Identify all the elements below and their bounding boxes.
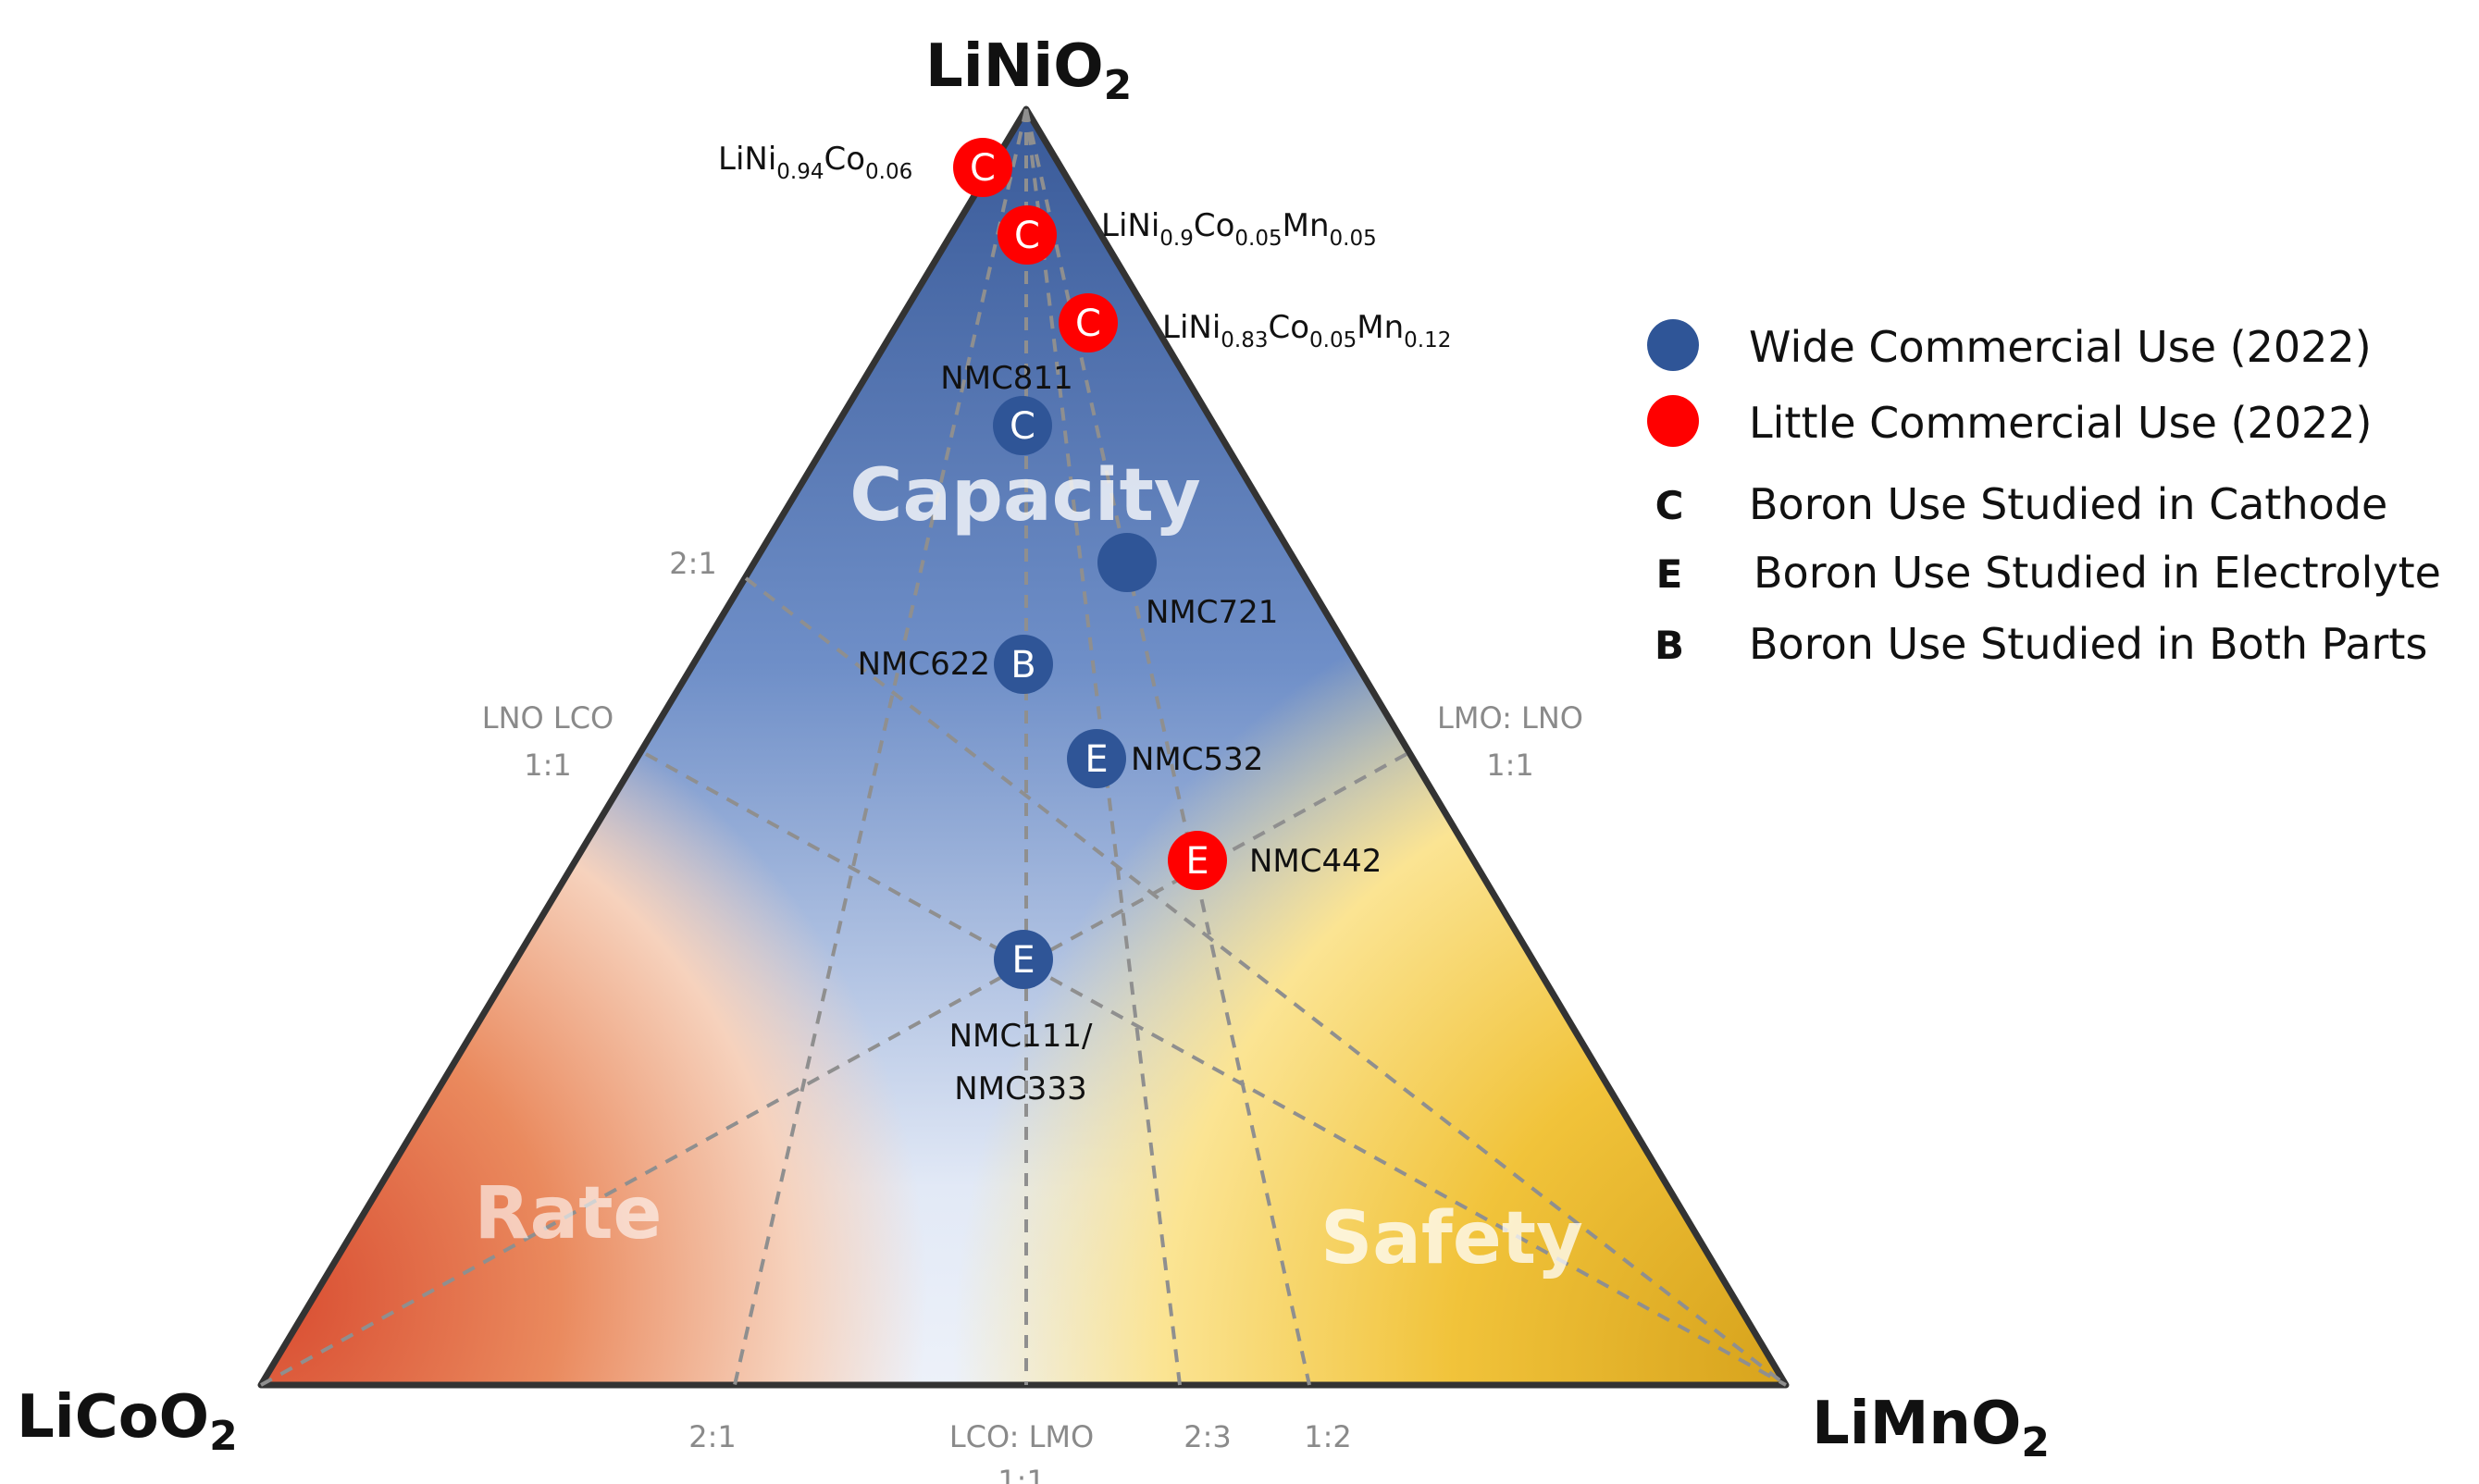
material-letter-nmc442: E [1185, 840, 1209, 883]
vertex-label-top: LiNiO2 [925, 32, 1132, 109]
formula-part: Mn [1283, 207, 1330, 244]
material-dot-nmc442 [1168, 831, 1227, 890]
material-dot-nmc811 [993, 396, 1052, 455]
material-marker-nmc622: B NMC622 [858, 635, 1053, 694]
ratio-label-bottom-2to1: 2:1 [688, 1419, 737, 1454]
region-label-safety: Safety [1320, 1197, 1583, 1280]
material-letter-nmc111: E [1011, 939, 1035, 982]
formula-part: Mn [1357, 309, 1404, 346]
legend-text: Boron Use Studied in Both Parts [1749, 619, 2427, 669]
material-label-nmc111-line1: NMC111/ [949, 1018, 1093, 1055]
material-dot-nmc721 [1097, 533, 1157, 592]
legend-text: Boron Use Studied in Cathode [1749, 479, 2387, 529]
material-marker-nmc721: NMC721 [1097, 533, 1278, 631]
formula-part: LiNi [718, 141, 776, 178]
vertex-label-left: LiCoO2 [17, 1383, 238, 1460]
formula-part: 0.94 [776, 160, 824, 184]
material-label-nmc111-line2: NMC333 [954, 1070, 1086, 1107]
ratio-label-right-mid-line1: LMO: LNO [1437, 700, 1583, 736]
material-formula-ncm90: LiNi0.9Co0.05Mn0.05 [1101, 207, 1377, 251]
ratio-label-bottom-mid-line2: 1:1 [998, 1464, 1046, 1484]
legend-item-1: Little Commercial Use (2022) [1647, 395, 2372, 448]
material-letter-lnc94: C [970, 147, 996, 190]
material-dot-lnc94 [953, 138, 1012, 197]
formula-part: 0.83 [1221, 328, 1268, 352]
ratio-label-bottom-mid-line1: LCO: LMO [949, 1419, 1094, 1454]
formula-part: LiNi [1101, 207, 1159, 244]
legend-dot-wide [1647, 319, 1699, 371]
legend-text: Little Commercial Use (2022) [1749, 398, 2372, 448]
formula-part: LiNi [1162, 309, 1221, 346]
material-letter-nmc622: B [1010, 644, 1035, 686]
legend: Wide Commercial Use (2022) Little Commerc… [1647, 319, 2441, 669]
material-letter-ncm83: C [1075, 303, 1101, 345]
legend-item-0: Wide Commercial Use (2022) [1647, 319, 2372, 372]
legend-text: Wide Commercial Use (2022) [1749, 322, 2372, 372]
material-dot-nmc532 [1067, 729, 1126, 788]
material-marker-nmc532: E NMC532 [1067, 729, 1263, 788]
guide-line-bottom-2to3 [1024, 108, 1182, 1386]
material-formula-ncm83: LiNi0.83Co0.05Mn0.12 [1162, 309, 1451, 352]
legend-dot-little [1647, 395, 1699, 447]
material-marker-lnc94: C LiNi0.94Co0.06 [718, 138, 1012, 197]
material-label-nmc442: NMC442 [1249, 843, 1382, 880]
guide-line-left-2to1 [733, 108, 1028, 1386]
legend-letter-C: C [1655, 483, 1684, 528]
material-letter-nmc532: E [1085, 738, 1108, 781]
material-label-nmc622: NMC622 [858, 646, 990, 683]
material-letter-ncm90: C [1014, 215, 1040, 257]
formula-part: 0.06 [865, 160, 912, 184]
formula-part: 0.12 [1404, 328, 1451, 352]
region-label-capacity: Capacity [849, 454, 1200, 538]
material-dot-nmc111 [994, 930, 1053, 989]
vertex-left-sub: 2 [209, 1413, 238, 1460]
vertex-right-sub: 2 [2021, 1419, 2050, 1466]
legend-item-4: B Boron Use Studied in Both Parts [1655, 619, 2427, 669]
guide-line-left-mid [645, 752, 1787, 1387]
material-label-nmc811: NMC811 [940, 360, 1072, 397]
material-marker-nmc442: E NMC442 [1168, 831, 1382, 890]
guide-line-upper-left [744, 576, 1788, 1387]
triangle-outline [257, 105, 1790, 1389]
formula-part: Co [1194, 207, 1235, 244]
formula-part: Co [824, 141, 866, 178]
material-formula-lnc94: LiNi0.94Co0.06 [718, 141, 912, 184]
formula-part: 0.9 [1159, 227, 1194, 251]
material-dot-ncm83 [1059, 293, 1118, 352]
ratio-label-right-mid-line2: 1:1 [1486, 748, 1534, 783]
material-label-nmc532: NMC532 [1131, 741, 1263, 778]
material-dot-nmc622 [994, 635, 1053, 694]
ratio-label-bottom-2to3: 2:3 [1184, 1419, 1232, 1454]
ratio-label-left-2to1: 2:1 [669, 546, 717, 581]
material-marker-nmc111: E NMC111/NMC333 [949, 930, 1093, 1107]
formula-part: Co [1269, 309, 1310, 346]
ratio-label-left-mid-line1: LNO LCO [482, 700, 614, 736]
ratio-label-bottom-1to2: 1:2 [1304, 1419, 1352, 1454]
formula-part: 0.05 [1309, 328, 1357, 352]
formula-part: 0.05 [1330, 227, 1377, 251]
material-marker-nmc811: C NMC811 [940, 360, 1073, 455]
vertex-label-right: LiMnO2 [1812, 1390, 2050, 1466]
region-label-rate: Rate [475, 1172, 663, 1255]
legend-text: Boron Use Studied in Electrolyte [1754, 548, 2441, 598]
material-label-nmc721: NMC721 [1146, 594, 1278, 631]
material-marker-ncm83: C LiNi0.83Co0.05Mn0.12 [1059, 293, 1451, 352]
vertex-top-base: LiNiO [925, 32, 1104, 101]
legend-letter-E: E [1656, 551, 1683, 597]
material-letter-nmc811: C [1010, 405, 1035, 448]
formula-part: 0.05 [1234, 227, 1282, 251]
legend-letter-B: B [1655, 623, 1684, 668]
legend-item-2: C Boron Use Studied in Cathode [1655, 479, 2388, 529]
vertex-top-sub: 2 [1104, 62, 1133, 109]
vertex-left-base: LiCoO [17, 1383, 209, 1452]
ratio-label-left-mid-line2: 1:1 [524, 748, 572, 783]
material-dot-ncm90 [998, 205, 1057, 265]
legend-item-3: E Boron Use Studied in Electrolyte [1656, 548, 2441, 598]
vertex-right-base: LiMnO [1812, 1390, 2021, 1458]
